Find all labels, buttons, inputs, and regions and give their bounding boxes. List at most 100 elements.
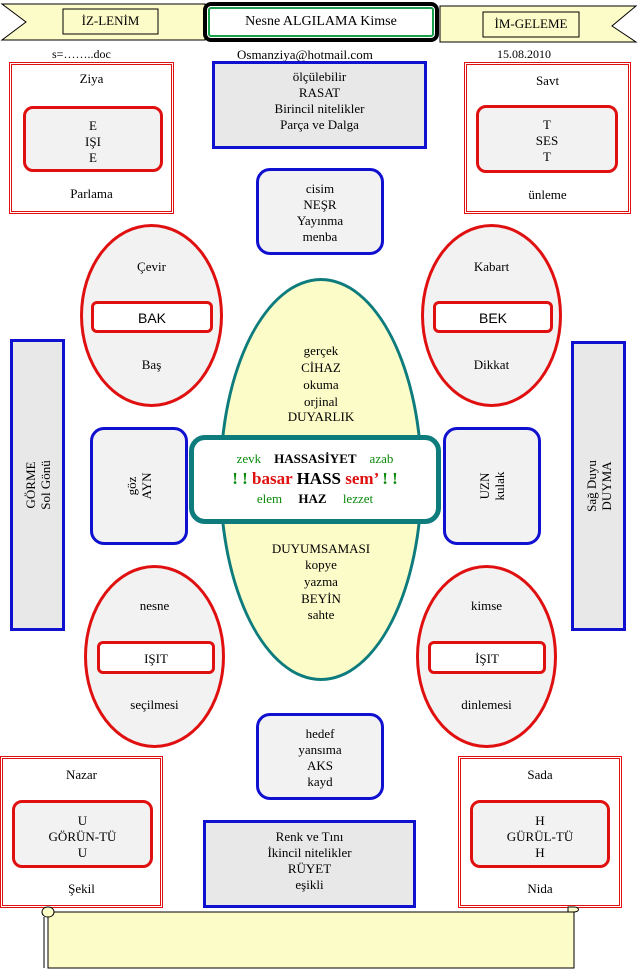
oval-upper-left-inner: BAK: [91, 301, 213, 333]
oval-lower-right-inner-text: İŞIT: [475, 651, 499, 666]
top-right-inner: T SES T: [476, 105, 618, 173]
oval-upper-left: Çevir BAK Baş: [80, 224, 223, 407]
bottom-right-inner: H GÜRÜL-TÜ H: [470, 800, 610, 868]
oval-upper-right-top: Kabart: [473, 259, 510, 274]
ellipse-bottom-line-1: DUYUMSAMASI: [271, 541, 371, 556]
right-ribbon-label-box: [482, 11, 580, 38]
oval-lower-left: nesne IŞIT seçilmesi: [84, 565, 225, 748]
top-right-top: Savt: [535, 73, 560, 88]
upper-mid-line-2: NEŞR: [303, 197, 337, 212]
top-center-line-3: Birincil nitelikler: [274, 101, 365, 116]
oval-upper-right-inner: BEK: [433, 301, 553, 333]
bottom-left-bottom: Şekil: [68, 881, 95, 896]
oval-lower-left-top: nesne: [139, 598, 170, 613]
lower-mid-line-4: kayd: [307, 774, 333, 789]
bottom-right-inner-1: H: [535, 813, 545, 828]
oval-lower-right-top: kimse: [470, 598, 503, 613]
bottom-right-inner-3: H: [535, 845, 545, 860]
top-center-box: ölçülebilir RASAT Birincil nitelikler Pa…: [212, 61, 427, 149]
top-right-inner-1: T: [543, 117, 551, 132]
oval-upper-right-inner-text: BEK: [478, 310, 507, 326]
top-right-inner-2: SES: [535, 133, 559, 148]
left-ribbon-text: İZ-LENİM: [81, 13, 140, 28]
bottom-center-box: Renk ve Tını İkincil nitelikler RÜYET eş…: [203, 820, 416, 908]
ellipse-top-line-5: DUYARLIK: [287, 409, 355, 424]
bottom-left-inner: U GÖRÜN-TÜ U: [12, 800, 153, 868]
ellipse-top-line-4: orjinal: [304, 394, 338, 409]
email: Osmanziya@hotmail.com: [237, 47, 373, 62]
bottom-center-line-3: RÜYET: [287, 861, 332, 876]
center-azab: azab: [369, 451, 394, 466]
oval-lower-right-bottom: dinlemesi: [461, 697, 512, 712]
bottom-right-box: Sada H GÜRÜL-TÜ H Nida: [458, 756, 622, 908]
top-left-bottom: Parlama: [70, 186, 113, 201]
top-right-box: Savt T SES T ünleme: [464, 62, 631, 214]
lower-mid-line-3: AKS: [306, 758, 333, 773]
top-left-inner-2: IŞI: [85, 134, 101, 149]
oval-upper-left-inner-text: BAK: [137, 310, 166, 326]
oval-upper-right-bottom: Dikkat: [473, 357, 510, 372]
bottom-center-line-1: Renk ve Tını: [275, 829, 344, 844]
bottom-scroll-banner: [41, 906, 579, 969]
bottom-left-inner-1: U: [77, 813, 88, 828]
center-box: zevk HASSASİYET azab ! ! basar HASS sem’…: [189, 435, 441, 524]
bottom-right-bottom: Nida: [527, 881, 553, 896]
page-title: Nesne ALGILAMA Kimse: [245, 14, 397, 29]
ellipse-top-line-1: gerçek: [303, 343, 339, 358]
lower-mid-line-1: hedef: [305, 726, 335, 741]
left-inner-box: göz AYN: [90, 427, 188, 545]
top-left-inner-1: E: [89, 118, 97, 133]
top-right-bottom: ünleme: [528, 187, 567, 202]
top-right-inner-3: T: [543, 149, 551, 164]
right-side-line-1: Sağ Duyu: [583, 460, 599, 512]
bottom-left-top: Nazar: [65, 767, 98, 782]
right-ribbon-text: İM-GELEME: [494, 16, 568, 31]
top-left-top: Ziya: [79, 71, 104, 86]
right-side-text: Sağ Duyu DUYMA: [584, 460, 614, 512]
ellipse-bottom-line-2: kopye: [305, 557, 337, 572]
center-exclaim-left: ! !: [232, 469, 248, 488]
left-inner-line-1: göz: [124, 476, 139, 496]
center-zevk: zevk: [236, 451, 262, 466]
top-left-box: Ziya E IŞI E Parlama: [9, 62, 174, 214]
ellipse-bottom-line-5: sahte: [307, 607, 335, 622]
ellipse-bottom-line-4: BEYİN: [301, 591, 341, 606]
left-inner-line-2: AYN: [139, 472, 154, 500]
ellipse-bottom-line-3: yazma: [304, 574, 338, 589]
right-inner-box: UZN kulak: [443, 427, 541, 545]
ellipse-top-line-3: okuma: [303, 377, 339, 392]
upper-mid-box: cisim NEŞR Yayınma menba: [256, 168, 384, 255]
bottom-left-inner-3: U: [77, 845, 88, 860]
lower-mid-line-2: yansıma: [298, 742, 342, 757]
oval-upper-left-top: Çevir: [137, 259, 166, 274]
top-center-line-1: ölçülebilir: [292, 69, 347, 84]
right-inner-line-2: kulak: [492, 471, 507, 501]
bottom-right-inner-2: GÜRÜL-TÜ: [506, 829, 574, 844]
oval-upper-right: Kabart BEK Dikkat: [421, 224, 562, 407]
center-elem: elem: [256, 491, 283, 506]
center-exclaim-right: ! !: [382, 469, 398, 488]
left-side-line-1: GÖRME: [22, 461, 38, 509]
center-basar: basar: [252, 469, 293, 488]
left-side-text: GÖRME Sol Gönü: [23, 460, 53, 509]
left-ribbon-label: İZ-LENİM: [63, 13, 158, 33]
title-box: Nesne ALGILAMA Kimse: [203, 2, 439, 42]
center-sem: sem’: [345, 469, 378, 488]
left-inner-text: göz AYN: [124, 473, 154, 500]
bottom-right-top: Sada: [527, 767, 553, 782]
ellipse-top-line-2: CİHAZ: [301, 360, 341, 375]
upper-mid-line-4: menba: [302, 229, 338, 244]
oval-lower-right-inner: İŞIT: [428, 641, 546, 674]
center-haz: HAZ: [298, 491, 327, 506]
left-side-box: GÖRME Sol Gönü: [10, 339, 65, 631]
scroll-body: [47, 911, 575, 969]
oval-lower-left-inner: IŞIT: [97, 641, 215, 674]
file-name: s=……..doc: [52, 47, 111, 61]
bottom-center-line-2: İkincil nitelikler: [267, 845, 352, 860]
center-row-1: zevk HASSASİYET azab: [194, 451, 436, 467]
left-ribbon-label-box: [62, 8, 159, 35]
center-row-2: ! ! basar HASS sem’ ! !: [194, 469, 436, 489]
top-center-line-2: RASAT: [298, 85, 341, 100]
right-ribbon-label: İM-GELEME: [483, 16, 579, 36]
scroll-left-curl: [41, 906, 55, 968]
